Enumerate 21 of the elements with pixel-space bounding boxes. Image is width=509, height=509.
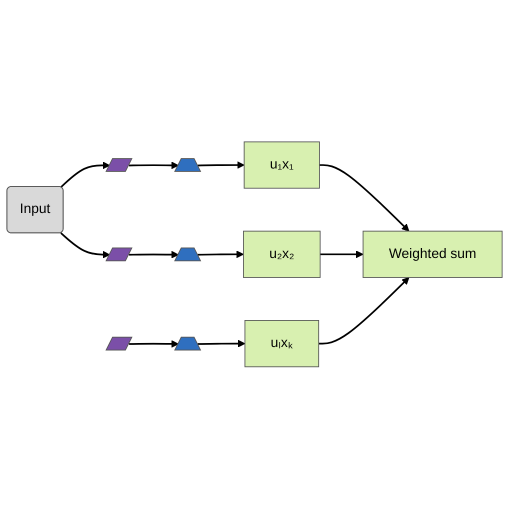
node-box: Weighted sum: [362, 230, 503, 278]
arrow: [60, 232, 110, 259]
node-box: uₗxₖ: [244, 320, 320, 368]
arrow: [198, 340, 246, 348]
arrow: [320, 250, 364, 258]
node-trapezoid: [174, 248, 202, 262]
node-trapezoid: [174, 336, 202, 351]
arrow: [129, 251, 179, 259]
node-parallelogram: [105, 158, 133, 172]
node-box: u₁x₁: [244, 142, 320, 189]
arrow: [198, 250, 244, 258]
arrow: [319, 164, 410, 232]
node-box: u₂x₂: [243, 230, 321, 278]
arrow: [60, 162, 110, 188]
arrow: [198, 161, 244, 169]
node-parallelogram: [105, 248, 133, 262]
node-trapezoid: [174, 158, 202, 172]
arrow: [129, 162, 179, 170]
node-parallelogram: [105, 336, 133, 351]
arrow: [129, 340, 179, 348]
arrow: [318, 277, 410, 345]
